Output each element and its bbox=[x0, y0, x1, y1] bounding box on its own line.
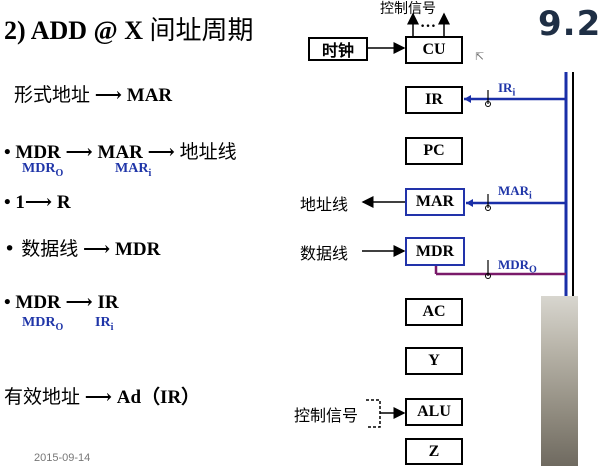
cu-dots: … bbox=[420, 14, 436, 31]
register-cu: CU bbox=[405, 36, 463, 64]
slide-number: 9.2 bbox=[538, 4, 601, 44]
ir-in-signal: IRi bbox=[498, 80, 516, 99]
slide-title: 2) ADD @ X 间址周期 bbox=[4, 10, 254, 47]
register-pc: PC bbox=[405, 137, 463, 165]
step-6: 有效地址 ⟶ Ad（IR） bbox=[4, 386, 201, 408]
step-2-sub-left: MDRO bbox=[22, 161, 64, 179]
register-ir: IR bbox=[405, 86, 463, 114]
title-prefix: 2) ADD @ X bbox=[4, 16, 144, 45]
data-line-label: 数据线 bbox=[300, 244, 349, 263]
clock-box: 时钟 bbox=[308, 37, 368, 61]
register-y: Y bbox=[405, 347, 463, 375]
mar-in-signal: MARi bbox=[498, 183, 532, 202]
step-5-sub-left: MDRO bbox=[22, 315, 64, 333]
step-2-sub-right: MARi bbox=[115, 161, 152, 179]
step-5: • MDR ⟶ IR bbox=[4, 292, 119, 313]
step-5-sub-right: IRi bbox=[95, 315, 114, 333]
register-ac: AC bbox=[405, 298, 463, 326]
step-4: • 数据线 ⟶ MDR bbox=[4, 238, 161, 260]
video-thumbnail bbox=[541, 296, 578, 466]
register-z: Z bbox=[405, 438, 463, 465]
step-3: • 1⟶ R bbox=[4, 192, 71, 213]
control-signal-label: 控制信号 bbox=[294, 406, 359, 425]
register-alu: ALU bbox=[405, 398, 463, 426]
cursor-icon: ⇱ bbox=[475, 51, 485, 63]
register-mdr: MDR bbox=[405, 237, 465, 266]
address-line-label: 地址线 bbox=[300, 195, 349, 214]
diagram-lines bbox=[361, 12, 574, 428]
register-mar: MAR bbox=[405, 188, 465, 216]
step-1: 形式地址 ⟶ MAR bbox=[14, 84, 173, 106]
mdr-out-signal: MDRO bbox=[498, 257, 537, 276]
step-2: • MDR ⟶ MAR ⟶ 地址线 bbox=[4, 141, 237, 163]
slide-date: 2015-09-14 bbox=[34, 452, 91, 464]
control-signal-top: 控制信号 bbox=[380, 1, 436, 17]
title-chinese: 间址周期 bbox=[149, 16, 254, 46]
